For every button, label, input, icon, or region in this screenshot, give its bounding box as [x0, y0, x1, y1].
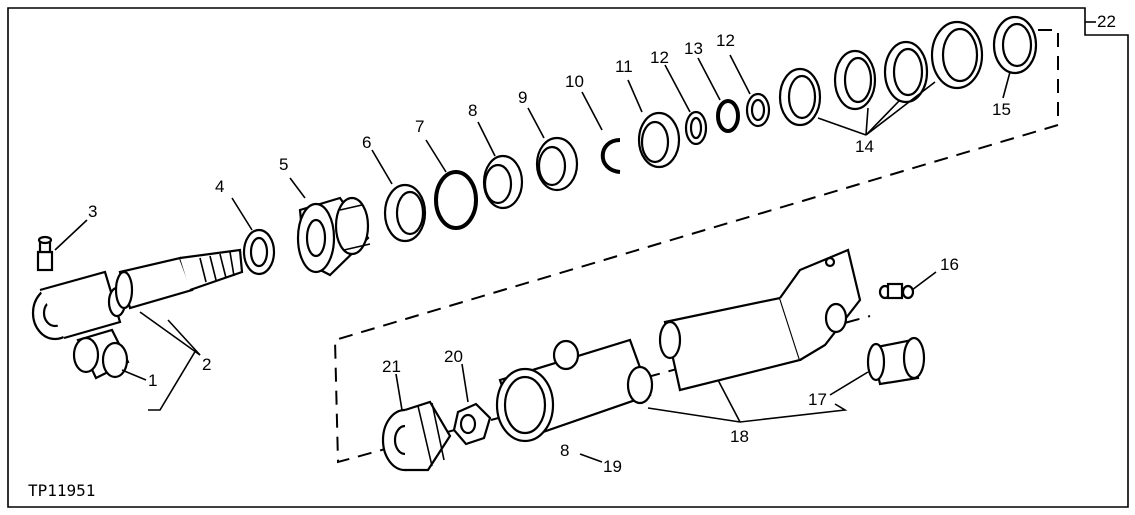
callout-7: 7: [415, 117, 424, 136]
callout-22: 22: [1097, 12, 1116, 31]
callout-19: 19: [603, 457, 622, 476]
seal-9: [535, 136, 579, 192]
seal-6: [383, 183, 427, 243]
cylinder-barrel-18: [495, 248, 862, 443]
callout-9: 9: [518, 88, 527, 107]
snap-ring-10: [600, 138, 621, 174]
callout-19-prefix: 8: [560, 441, 569, 460]
wear-ring-15: [992, 15, 1038, 75]
leader-lines: [54, 21, 1096, 463]
piston-seals-14: [778, 20, 984, 127]
callout-4: 4: [215, 177, 224, 196]
gland-5: [296, 196, 371, 277]
wear-ring-8: [482, 154, 524, 210]
o-ring-13: [716, 99, 740, 133]
callout-15: 15: [992, 100, 1011, 119]
piston-21: [381, 400, 452, 472]
piston-rod-assembly: [31, 248, 244, 341]
callout-10: 10: [565, 72, 584, 91]
callout-11: 11: [615, 57, 633, 76]
callout-6: 6: [362, 133, 371, 152]
callout-12a: 12: [650, 48, 669, 67]
grease-fitting-3: [36, 235, 54, 272]
callout-2: 2: [202, 355, 211, 374]
callout-17: 17: [808, 390, 827, 409]
figure-reference: TP11951: [28, 481, 95, 500]
callout-18: 18: [730, 427, 749, 446]
callout-1: 1: [148, 371, 157, 390]
backup-ring-12a: [684, 110, 708, 146]
callout-5: 5: [279, 155, 288, 174]
bushing-17: [866, 336, 926, 386]
seal-11: [637, 111, 681, 169]
nut-20: [452, 402, 492, 446]
kit-dashed-boundary: [333, 29, 1059, 464]
outer-frame: [7, 7, 1129, 508]
bushing-1: [72, 328, 130, 380]
callout-12b: 12: [716, 31, 735, 50]
callout-3: 3: [88, 202, 97, 221]
callout-20: 20: [444, 347, 463, 366]
backup-ring-12b: [745, 92, 771, 128]
callout-21: 21: [382, 357, 401, 376]
o-ring-7: [434, 170, 478, 230]
washer-4: [242, 228, 276, 276]
callout-13: 13: [684, 39, 703, 58]
callout-16: 16: [940, 255, 959, 274]
grease-fitting-16: [878, 282, 915, 300]
callout-8: 8: [468, 101, 477, 120]
callout-14: 14: [855, 137, 874, 156]
